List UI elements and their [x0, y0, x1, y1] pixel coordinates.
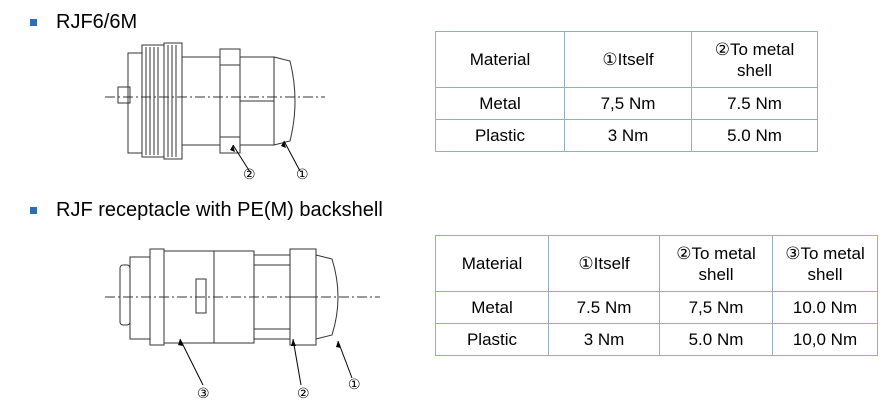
rjf6-connector-drawing: ② ① — [105, 42, 325, 183]
callout-1: ① — [296, 167, 309, 183]
col-header: Material — [435, 31, 565, 88]
col-header: Material — [435, 235, 549, 292]
bullet-2 — [30, 207, 37, 214]
rjf-receptacle-drawing: ③ ② ① — [105, 248, 380, 402]
col-header: ③To metal shell — [772, 235, 878, 292]
table-row: Metal 7,5 Nm 7.5 Nm — [435, 87, 818, 120]
callout-1: ① — [348, 377, 361, 393]
callout-2: ② — [243, 167, 256, 183]
torque-table-rjf-receptacle: Material ①Itself ②To metal shell ③To met… — [435, 235, 878, 356]
col-header: ②To metal shell — [691, 31, 818, 88]
torque-table-rjf6: Material ①Itself ②To metal shell Metal 7… — [435, 31, 818, 152]
col-header: ①Itself — [564, 31, 692, 88]
section1-heading: RJF6/6M — [56, 11, 138, 33]
callout-2: ② — [297, 386, 310, 402]
callout-3: ③ — [197, 386, 210, 402]
section2-heading: RJF receptacle with PE(M) backshell — [56, 199, 383, 221]
col-header: ②To metal shell — [659, 235, 773, 292]
col-header: ①Itself — [548, 235, 660, 292]
table-row: Plastic 3 Nm 5.0 Nm 10,0 Nm — [435, 323, 878, 356]
table-row: Metal 7.5 Nm 7,5 Nm 10.0 Nm — [435, 291, 878, 324]
table-row: Plastic 3 Nm 5.0 Nm — [435, 119, 818, 152]
bullet-1 — [30, 19, 37, 26]
